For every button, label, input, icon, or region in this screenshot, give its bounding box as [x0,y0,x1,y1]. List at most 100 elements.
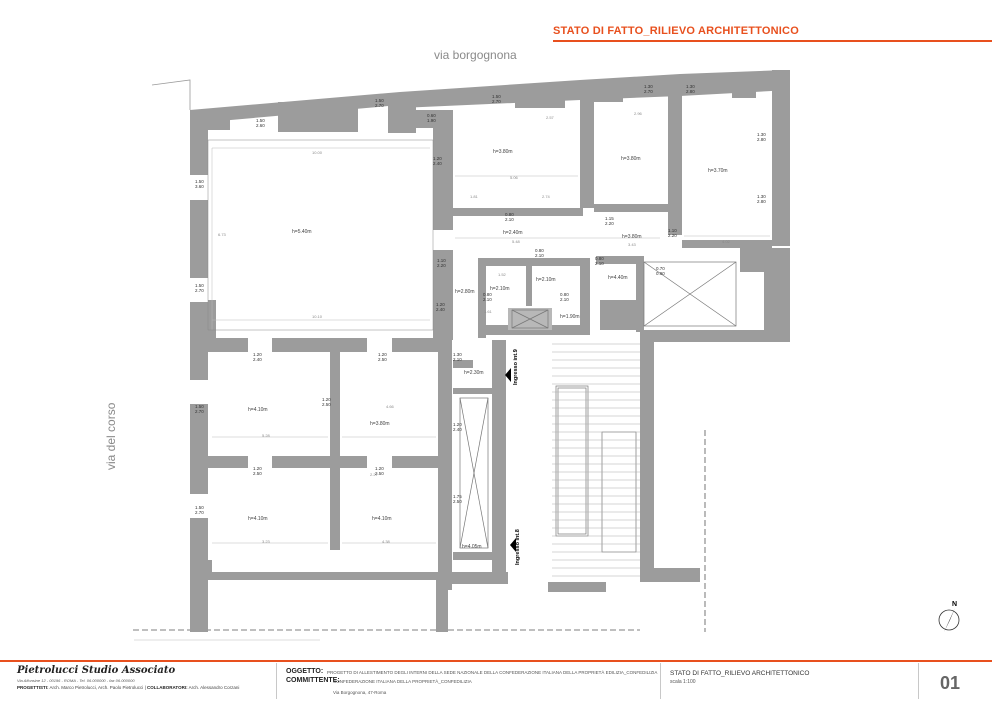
footer-rule [0,660,992,662]
wall [392,338,440,352]
wall [492,340,506,580]
room-height: h=2.80m [455,289,475,295]
wall-pier [515,92,565,108]
room-height: h=4.05m [462,544,482,550]
void-box [643,261,737,327]
sheet-title: STATO DI FATTO_RILIEVO ARCHITETTONICO [670,670,810,677]
page-number: 01 [940,673,961,693]
stair-flight [601,431,637,553]
studio-logo: Pietrolucci Studio Associato [17,665,176,676]
dim-label: 4.38 [382,539,391,544]
wall [190,404,208,494]
street-label-top: via borgognona [434,48,517,62]
wall [636,256,644,332]
dim-label: 5.28 [262,433,271,438]
entrance-label-9: Ingresso int.9 [513,349,519,385]
void-cross [643,261,737,327]
room-height: h=2.10m [490,286,510,292]
wall [453,388,493,394]
dim-label: 3.23 [262,539,271,544]
north-arrow: N [938,601,960,632]
wall [392,456,440,468]
dim-label: 2.27 [370,472,379,477]
wall [640,568,700,582]
footer-divider [918,663,919,699]
wall [680,70,790,96]
entrance-label-8: Ingresso int.8 [515,529,521,565]
collaborators-label: COLLABORATORI: [146,685,188,690]
wall [433,250,453,340]
client-text: CONFEDERAZIONE ITALIANA DELLA PROPRIETÀ_… [333,679,472,684]
dim-label: 10.00 [312,150,323,155]
stair-steps [552,343,640,577]
wall [580,98,594,208]
studio-contacts: Via Alfonsine 12 - 00196 - ROMA - Tel. 0… [17,678,135,683]
dim-label: 4.02 [722,239,731,244]
room-height: h=4.10m [248,516,268,522]
address: Via Borgognona, 47-Roma [333,690,387,695]
designers-line: PROGETTISTI: Arch. Marco Pietrolucci, Ar… [17,685,240,690]
footer-divider [276,663,277,699]
wall [478,258,588,266]
header-rule [553,40,992,42]
dim-label: 1.81 [470,194,479,199]
room-height: h=3.80m [621,156,641,162]
room-height: h=3.80m [370,421,390,427]
wall [208,338,248,352]
wall [330,340,340,550]
wall [600,300,640,330]
designers-label: PROGETTISTI: [17,685,49,690]
wall [272,338,367,352]
wall [596,256,640,264]
room-height: h=5.40m [292,229,312,235]
wall [682,240,772,248]
wall [548,582,606,592]
lift-cross [511,309,549,329]
room-height: h=1.90m [560,314,580,320]
dim-label: 1.61 [484,309,493,314]
dim-label: 3.43 [628,242,637,247]
wall [453,208,583,216]
wall [478,258,486,338]
dimension-labels: 10.00 10.10 5.06 2.74 4.02 5.48 4.66 5.2… [218,111,731,544]
north-arrow-pointer [944,608,955,632]
walls [190,70,790,632]
wall-pier [206,112,230,130]
client-label: COMMITTENTE: [286,677,340,684]
room-height: h=4.10m [372,516,392,522]
stair-well [555,385,589,537]
dim-label: 1.52 [498,272,507,277]
north-arrow-circle [938,609,960,631]
wall [453,360,473,368]
wall [438,340,452,590]
wall-pier [732,84,756,98]
north-label: N [952,601,957,608]
footer-divider [660,663,661,699]
room-height: h=2.10m [536,277,556,283]
lift-car [511,309,549,329]
room-height: h=4.10m [248,407,268,413]
dimension-lines [207,139,770,544]
stair-well-inner [557,387,587,535]
object-text: PROGETTO DI ALLESTIMENTO DEGLI INTERNI D… [327,670,658,675]
duct-box [459,397,489,549]
wall [594,204,668,212]
